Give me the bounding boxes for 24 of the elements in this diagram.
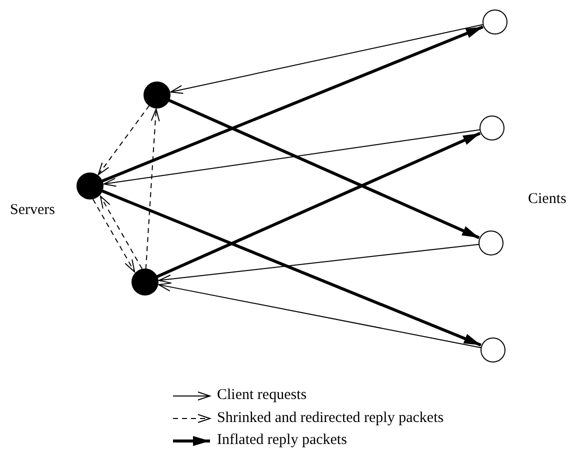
arrow <box>168 98 480 240</box>
client-node <box>479 115 505 141</box>
arrow <box>170 24 484 94</box>
client-node <box>478 230 504 256</box>
group-label: Servers <box>10 202 55 219</box>
arrow <box>101 190 482 346</box>
arrow <box>158 282 482 348</box>
group-label: Cients <box>528 191 566 208</box>
arrow <box>98 104 150 176</box>
server-node <box>76 172 104 200</box>
legend-text: Client requests <box>217 387 307 404</box>
legend-text: Inflated reply packets <box>217 432 347 449</box>
legend-text: Shrinked and redirected reply packets <box>217 410 444 426</box>
client-node <box>480 337 506 363</box>
arrow <box>158 244 480 284</box>
client-node <box>482 9 508 35</box>
arrow <box>100 196 142 270</box>
arrow <box>101 25 484 183</box>
arrow <box>103 129 481 187</box>
server-node <box>131 268 159 296</box>
server-node <box>143 81 171 109</box>
arrow <box>145 108 160 270</box>
arrow <box>156 132 481 278</box>
arrow <box>92 198 136 272</box>
